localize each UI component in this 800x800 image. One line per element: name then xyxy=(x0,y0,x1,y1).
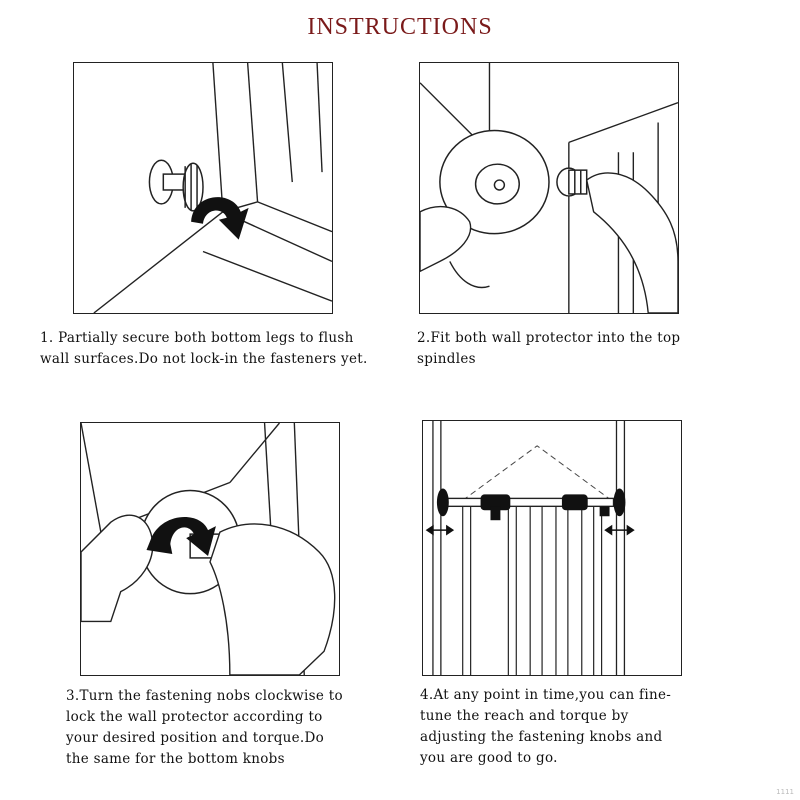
clockwise-arrow xyxy=(191,197,249,240)
hand-left xyxy=(81,514,154,623)
gate-bars xyxy=(462,506,603,675)
hand-right xyxy=(209,523,336,675)
wall-protector-drawing xyxy=(420,63,678,313)
page-title: INSTRUCTIONS xyxy=(307,14,493,40)
tighten-knob-drawing xyxy=(81,423,336,675)
dashed-guide xyxy=(462,445,612,501)
leg-knob xyxy=(148,159,204,212)
spindle xyxy=(556,167,588,197)
adjust-arrows xyxy=(425,524,635,536)
wall-leg-drawing xyxy=(93,63,332,313)
hand-right xyxy=(585,172,678,313)
watermark: 1111 xyxy=(776,788,794,796)
step-3-illustration xyxy=(80,422,340,676)
clockwise-arrow xyxy=(146,516,216,556)
gate-fittings xyxy=(436,488,626,521)
step-2-caption: 2.Fit both wall protector into the top s… xyxy=(417,330,681,367)
step-1-caption: 1. Partially secure both bottom legs to … xyxy=(40,330,368,367)
step-4-illustration xyxy=(422,420,682,676)
step-1-illustration xyxy=(73,62,333,314)
gate-top-bar xyxy=(444,497,615,508)
step-3-caption: 3.Turn the fastening nobs clockwise to l… xyxy=(66,688,343,767)
hand-left xyxy=(420,205,490,289)
wall-protector-disc xyxy=(439,129,550,235)
step-4-caption: 4.At any point in time,you can fine- tun… xyxy=(420,687,672,766)
gate-installed-drawing xyxy=(425,421,635,675)
step-2-illustration xyxy=(419,62,679,314)
